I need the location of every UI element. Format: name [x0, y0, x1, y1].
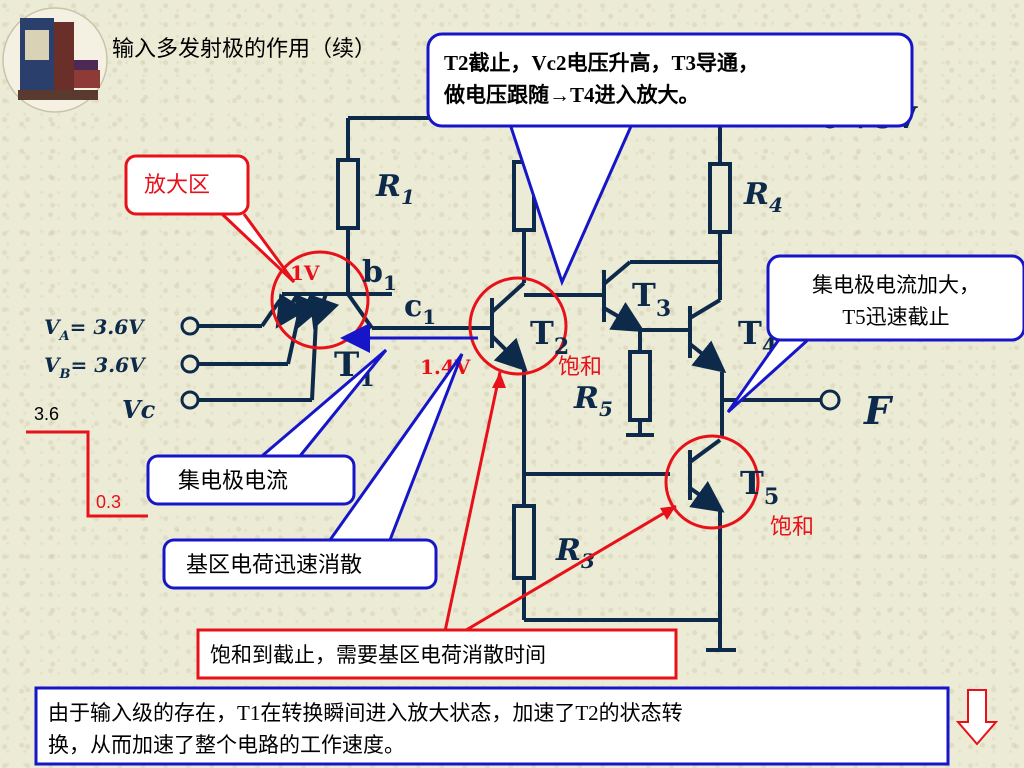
- b1-label: b: [362, 255, 383, 290]
- t2-sub: 2: [554, 334, 569, 360]
- saturation-arrow-t5: [455, 504, 677, 638]
- svg-text:T3: T3: [632, 276, 671, 322]
- r5-sub: 5: [599, 397, 613, 421]
- input-terminal-a: [180, 316, 200, 336]
- saturation-to-cutoff-text: 饱和到截止，需要基区电荷消散时间: [210, 643, 546, 667]
- t2-cutoff-callout-pointer: [508, 123, 634, 287]
- resistor-r1: [336, 158, 360, 230]
- transistor-t5: [688, 438, 725, 513]
- va-sub: A: [58, 329, 70, 344]
- input-waveform: [26, 430, 148, 518]
- t3-sub: 3: [656, 296, 671, 322]
- svg-text:T2: T2: [530, 314, 569, 360]
- base-charge-callout: [162, 538, 438, 590]
- vc-label: Vc: [122, 395, 156, 424]
- collector-current-text: 集电极电流: [178, 468, 288, 493]
- resistor-r5: [628, 350, 652, 422]
- vb-sub: B: [59, 367, 71, 382]
- conclusion-box: [34, 686, 950, 766]
- va-value: = 3.6V: [70, 315, 147, 339]
- t2-cutoff-line2: 做电压跟随→T4进入放大。: [443, 83, 700, 107]
- t2-saturation-label: 饱和: [558, 354, 602, 379]
- r5-label: R: [573, 381, 599, 416]
- t5-saturation-label: 饱和: [770, 514, 814, 539]
- saturation-to-cutoff-callout: [196, 628, 678, 680]
- t2-label: T: [530, 314, 554, 352]
- t4-label: T: [738, 314, 762, 352]
- r1-label: R: [375, 169, 401, 204]
- t5-label: T: [740, 464, 764, 502]
- book-stack-icon: [2, 7, 108, 113]
- conclusion-line1: 由于输入级的存在，T1在转换瞬间进入放大状态，加速了T2的状态转: [48, 701, 683, 725]
- t2-cutoff-line1: T2截止，Vc2电压升高，T3导通，: [444, 51, 759, 75]
- base-charge-callout-pointer: [328, 353, 464, 541]
- saturation-arrow-t2: [442, 371, 502, 637]
- waveform-high-label: 3.6: [34, 404, 59, 424]
- vb-value: = 3.6V: [71, 353, 148, 377]
- svg-text:R4: R4: [743, 177, 783, 217]
- collector-increase-line2: T5迅速截止: [842, 305, 949, 329]
- transistor-t2: [490, 281, 528, 372]
- r3-label: R: [555, 533, 581, 568]
- transistor-t1: [275, 292, 392, 330]
- slide-title: 输入多发射极的作用（续）: [112, 36, 376, 61]
- r1-sub: 1: [401, 185, 415, 209]
- collector-current-callout-pointer: [261, 348, 388, 458]
- va-label: V: [44, 315, 62, 339]
- resistor-r3: [512, 504, 536, 580]
- resistor-r4: [708, 162, 732, 234]
- input-terminal-b: [180, 354, 200, 374]
- r4-label: R: [743, 177, 769, 212]
- highlight-t5-circle: [664, 434, 760, 530]
- transistor-t4: [688, 298, 727, 373]
- collector-current-callout: [146, 454, 356, 506]
- t5-sub: 5: [764, 484, 779, 510]
- t2-cutoff-callout: [426, 32, 914, 128]
- c1-sub: 1: [422, 305, 436, 329]
- svg-text:R1: R1: [375, 169, 415, 209]
- conclusion-line2: 换，从而加速了整个电路的工作速度。: [48, 733, 405, 757]
- output-terminal: [819, 389, 841, 411]
- highlight-t1-circle: [270, 250, 370, 350]
- base-charge-text: 基区电荷迅速消散: [186, 552, 362, 577]
- b1-sub: 1: [383, 271, 397, 295]
- amplify-region-callout: [124, 154, 250, 216]
- svg-text:T5: T5: [740, 464, 779, 510]
- svg-text:R5: R5: [573, 381, 613, 421]
- collector-increase-callout-pointer: [726, 336, 812, 414]
- r4-sub: 4: [769, 193, 783, 217]
- highlight-t2-circle: [468, 276, 568, 376]
- svg-text:R3: R3: [555, 533, 595, 573]
- output-label: F: [863, 388, 894, 433]
- svg-text:VA= 3.6V: VA= 3.6V: [44, 315, 146, 344]
- input-terminal-c: [180, 390, 200, 410]
- transistor-t3: [602, 260, 720, 333]
- svg-text:VB= 3.6V: VB= 3.6V: [44, 353, 147, 382]
- waveform-low-label: 0.3: [96, 492, 121, 512]
- vb-label: V: [44, 353, 62, 377]
- amplify-callout-pointer: [220, 212, 296, 284]
- svg-text:c1: c1: [404, 289, 436, 329]
- down-arrow-icon[interactable]: [955, 689, 999, 746]
- c1-label: c: [404, 289, 422, 324]
- collector-increase-callout: [766, 254, 1024, 342]
- amplify-region-text: 放大区: [144, 172, 210, 197]
- t3-label: T: [632, 276, 656, 314]
- collector-increase-line1: 集电极电流加大，: [812, 273, 980, 297]
- svg-text:b1: b1: [362, 255, 397, 295]
